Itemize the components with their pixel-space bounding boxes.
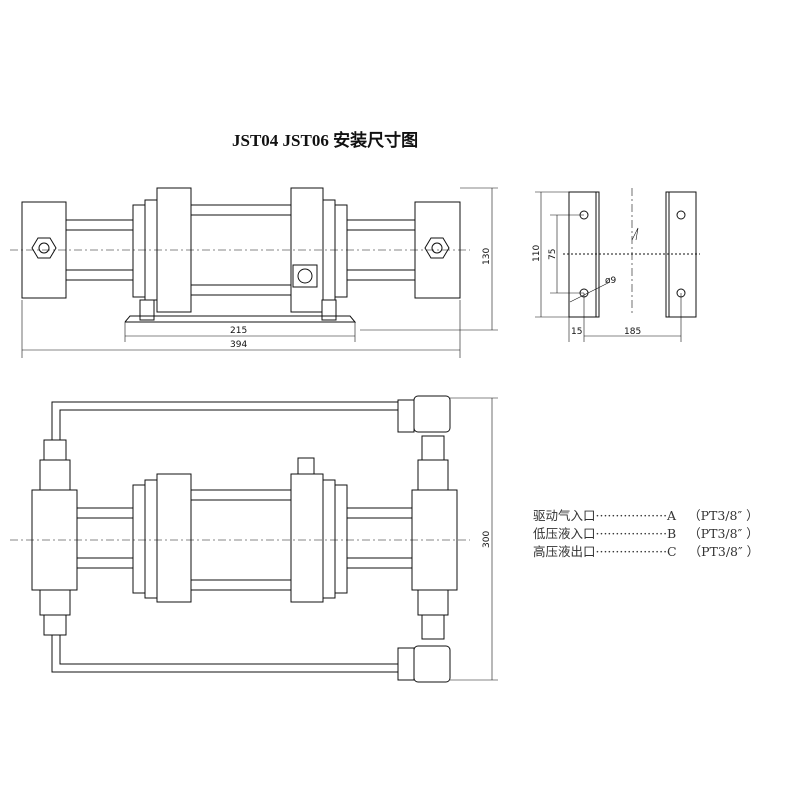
- hex-nut-left-icon: [31, 237, 57, 259]
- dim-total-width: 394: [230, 340, 247, 350]
- top-view: 394 215 130: [10, 187, 498, 358]
- bracket-view: 110 75 ø9 15 185: [532, 188, 700, 342]
- svg-text:低压液入口··················B（PT3/8: 低压液入口··················B（PT3/8″ ）: [533, 526, 759, 541]
- legend-item: 驱动气入口··················A（PT3/8″ ）: [533, 508, 759, 523]
- dim-75: 75: [548, 249, 558, 260]
- dim-front-height: 300: [482, 531, 492, 548]
- dim-185: 185: [624, 327, 641, 337]
- hex-nut-right-icon: [424, 237, 450, 259]
- legend-item: 低压液入口··················B（PT3/8″ ）: [533, 526, 759, 541]
- drawing-title: JST04 JST06 安装尺寸图: [232, 130, 418, 150]
- dim-mount-width: 215: [230, 326, 247, 336]
- legend-item: 高压液出口··················C（PT3/8″ ）: [533, 544, 759, 559]
- svg-text:驱动气入口··················A（PT3/8: 驱动气入口··················A（PT3/8″ ）: [533, 508, 759, 523]
- svg-text:高压液出口··················C（PT3/8: 高压液出口··················C（PT3/8″ ）: [533, 544, 759, 559]
- dim-110: 110: [532, 245, 542, 262]
- dim-height: 130: [482, 248, 492, 265]
- port-a-icon: [292, 264, 318, 288]
- dim-hole: ø9: [605, 276, 617, 286]
- dim-15: 15: [571, 327, 582, 337]
- port-legend: 驱动气入口··················A（PT3/8″ ） 低压液入口·…: [533, 508, 759, 559]
- front-view: 300: [10, 395, 498, 683]
